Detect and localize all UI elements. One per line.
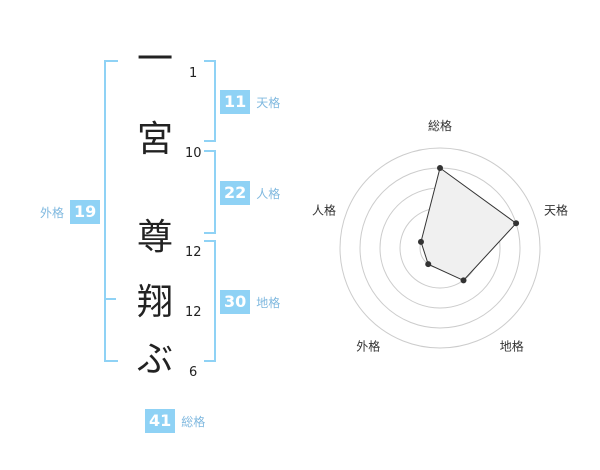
stroke-count-3: 12 <box>185 245 202 260</box>
chikaku-badge: 30 地格 <box>220 290 280 314</box>
gaikaku-bracket-mid <box>104 298 116 300</box>
jinkaku-badge: 22 人格 <box>220 181 280 205</box>
soukaku-value: 41 <box>145 409 176 433</box>
soukaku-label: 総格 <box>181 414 206 429</box>
stroke-count-2: 10 <box>185 146 202 161</box>
name-char-2: 宮 <box>136 119 173 160</box>
gaikaku-value: 19 <box>70 200 101 224</box>
radar-point-3 <box>460 277 467 284</box>
radar-axis-label-1: 総格 <box>428 118 452 133</box>
name-char-3: 尊 <box>136 217 173 258</box>
radar-area <box>420 167 517 282</box>
radar-ring <box>339 147 541 349</box>
jinkaku-value: 22 <box>220 181 251 205</box>
radar-point-5 <box>417 238 424 245</box>
chikaku-label: 地格 <box>256 295 281 310</box>
jinkaku-bracket <box>204 150 216 234</box>
name-char-1: 一 <box>136 39 173 80</box>
stroke-count-5: 6 <box>189 365 198 380</box>
radar-axis-label-2: 天格 <box>544 202 568 217</box>
gaikaku-label: 外格 <box>40 205 65 220</box>
tenkaku-badge: 11 天格 <box>220 90 280 114</box>
name-char-4: 翔 <box>136 282 173 323</box>
radar-point-4 <box>425 261 432 268</box>
radar-point-2 <box>513 220 520 227</box>
tenkaku-label: 天格 <box>256 95 281 110</box>
radar-axis-label-3: 地格 <box>500 339 524 354</box>
gaikaku-bracket <box>104 60 118 362</box>
chikaku-value: 30 <box>220 290 251 314</box>
name-char-5: ぶ <box>136 339 173 380</box>
tenkaku-bracket <box>204 60 216 142</box>
radar-axis-label-4: 外格 <box>356 339 380 354</box>
radar-point-1 <box>437 165 443 171</box>
radar-points <box>417 165 520 284</box>
jinkaku-label: 人格 <box>256 186 281 201</box>
chikaku-bracket <box>204 240 216 362</box>
stroke-count-4: 12 <box>185 305 202 320</box>
gaikaku-badge: 外格 19 <box>40 200 101 224</box>
radar-axis-label-5: 人格 <box>312 202 336 217</box>
soukaku-badge: 41 総格 <box>145 409 205 433</box>
tenkaku-value: 11 <box>220 90 251 114</box>
stroke-count-1: 1 <box>189 66 198 81</box>
